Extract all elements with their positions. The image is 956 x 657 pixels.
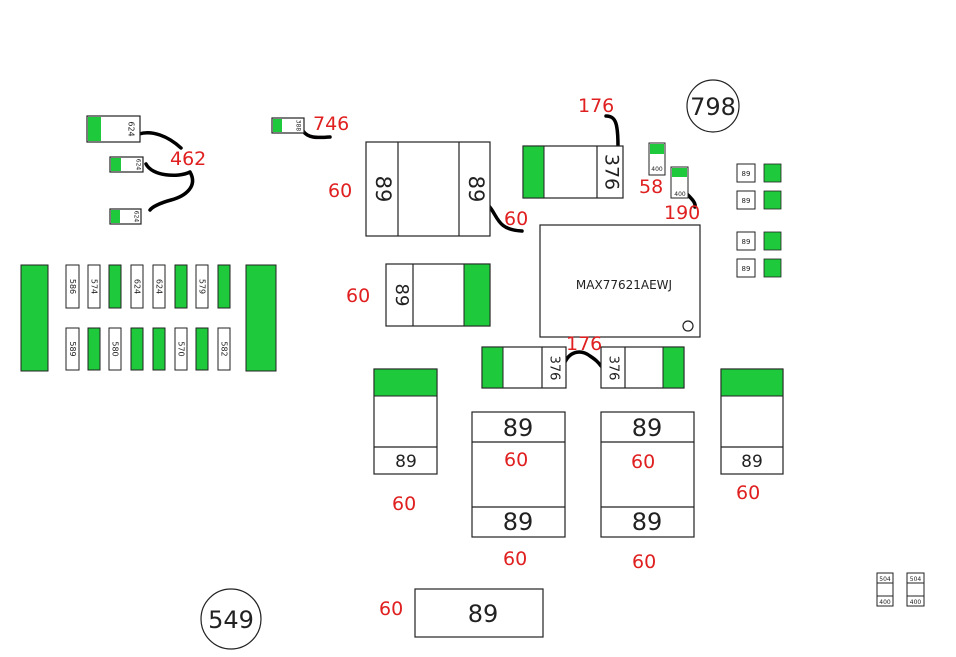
trace-462-b [144,162,195,212]
chip-max77621: MAX77621AEWJ [539,224,701,338]
tiny-component-b: 400 [670,166,689,199]
resistor-array: 586 574 624 624 579 589 580 570 582 [20,264,277,372]
component-label-top: 89 [632,414,663,442]
component-large-dual [365,141,491,237]
component-label-bottom: 89 [632,508,663,536]
circle-text: 549 [208,606,254,634]
component-label-bottom: 400 [910,599,922,606]
chip-label: MAX77621AEWJ [576,278,672,292]
large-dual-label-right: 89 [464,176,488,203]
annotation-60-1: 60 [328,180,352,202]
trace-176-mid [563,350,603,368]
component-label: 89 [742,170,751,178]
array-bottom-label-2: 580 [111,341,120,356]
array-top-label-5: 579 [198,279,207,294]
annotation-60-10: 60 [379,598,403,620]
inductor-376-right: 376 [600,346,685,389]
component-label: 388 [295,120,302,132]
annotation-462: 462 [170,148,206,170]
array-top-label-4: 624 [155,279,164,294]
bottom-right-tiny-a: 504 400 [876,572,894,607]
cap-box-right: 89 [720,368,784,475]
component-label-top: 504 [879,576,891,583]
component-mid-89: 89 [385,263,491,327]
annotation-190: 190 [664,202,700,224]
cap-box-left: 89 [373,368,438,475]
right-cap-3: 89 [736,231,782,251]
array-bottom-label-3: 570 [177,341,186,356]
component-label: 89 [741,452,763,472]
inductor-376-top: 376 [522,145,624,199]
large-dual-label-left: 89 [371,176,395,203]
tall-box-b: 89 89 [600,411,695,538]
circle-label-798: 798 [686,79,740,133]
annotation-176-mid: 176 [566,333,602,355]
component-label: 624 [127,121,136,136]
component-label-bottom: 400 [879,599,891,606]
annotation-60-6: 60 [736,482,760,504]
annotation-176-top: 176 [578,95,614,117]
annotation-60-4: 60 [504,449,528,471]
annotation-60-8: 60 [503,548,527,570]
component-label: 400 [674,191,686,198]
trace-176-top [604,114,620,149]
component-label: 89 [742,265,751,273]
annotation-746: 746 [313,113,349,135]
annotation-60-5: 60 [631,451,655,473]
inductor-376-left: 376 [481,346,567,389]
annotation-60-7: 60 [392,493,416,515]
array-pad-left [20,264,49,372]
array-top-label-1: 586 [68,279,77,294]
component-label: 89 [742,197,751,205]
annotation-60-2: 60 [504,208,528,230]
annotation-58: 58 [639,176,663,198]
right-cap-1: 89 [736,163,782,183]
annotation-60-3: 60 [346,285,370,307]
component-label: 89 [742,238,751,246]
component-label-bottom: 89 [503,508,534,536]
array-top-label-3: 624 [133,279,142,294]
component-label: 624 [135,159,142,171]
array-bottom-label-1: 589 [68,341,77,356]
right-cap-4: 89 [736,258,782,278]
annotations: 746 462 176 58 190 176 60 60 60 60 60 60… [170,95,760,620]
array-bottom-label-4: 582 [220,341,229,356]
annotation-60-9: 60 [632,551,656,573]
array-pad-right [245,264,277,372]
bottom-box: 89 [414,588,544,638]
component-624-medium: 624 [109,156,144,173]
bottom-right-tiny-b: 504 400 [906,572,925,607]
right-cap-2: 89 [736,190,782,210]
component-label-top: 89 [503,414,534,442]
component-label: 376 [606,356,621,381]
component-label: 376 [601,154,623,190]
component-label: 376 [547,356,562,381]
chip-pin1-marker [682,320,694,332]
circle-label-549: 549 [200,588,262,650]
array-top-label-2: 574 [90,279,99,294]
component-label-top: 504 [910,576,922,583]
component-label: 400 [651,166,663,173]
component-label: 89 [395,452,417,472]
component-624-small: 624 [109,208,142,225]
component-label: 624 [133,211,140,223]
component-label: 89 [391,284,412,307]
component-388: 388 [271,117,305,134]
component-label: 89 [468,600,499,628]
trace-462-a [137,131,183,150]
circle-text: 798 [690,93,736,121]
tiny-component-a: 400 [648,142,666,176]
component-624-large: 624 [86,115,141,143]
tall-box-a: 89 89 [471,411,566,538]
